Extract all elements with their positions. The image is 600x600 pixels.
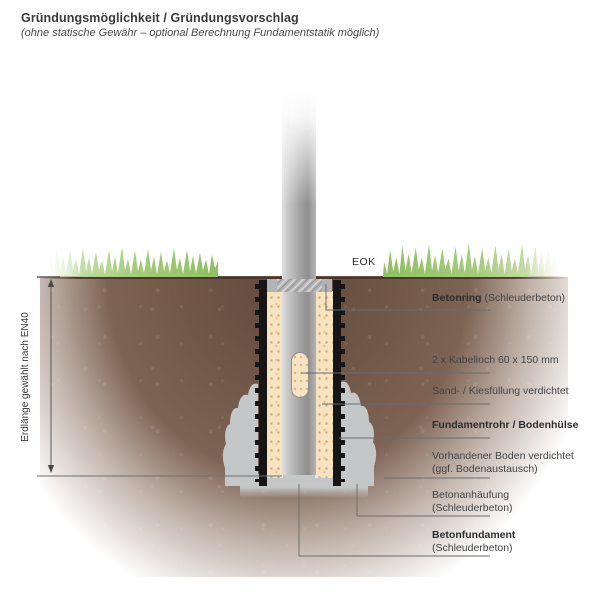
callout-bold-text: Fundamentrohr / Bodenhülse [432,419,579,431]
callout-betonfundament: Betonfundament (Schleuderbeton) [432,529,592,555]
callout-line2: (ggf. Bodenaustausch) [432,463,538,475]
concrete-ring [267,279,332,292]
sand-fill-left [267,291,283,478]
sand-fill-right [315,291,333,478]
callout-vorhandener-boden: Vorhandener Boden verdichtet (ggf. Boden… [432,450,592,476]
eok-label: EOK [352,256,376,268]
callout-bold-text: Betonring [432,292,482,304]
foundation-tube-wall-right [333,280,341,486]
callout-betonring: Betonring (Schleuderbeton) [432,292,592,305]
tube-ribs-right [341,284,345,482]
concrete-mound-left [222,383,258,486]
callout-fundamentrohr: Fundamentrohr / Bodenhülse [432,419,592,432]
callout-betonanhaeufung: Betonanhäufung (Schleuderbeton) [432,489,592,515]
callout-text: 2 x Kabelloch 60 x 150 mm [432,354,559,366]
tube-ribs-left [255,284,259,482]
callout-kabelloch: 2 x Kabelloch 60 x 150 mm [432,354,592,367]
pole-top-fade [280,70,318,205]
foundation-tube-wall-left [259,280,267,486]
page-title: Gründungsmöglichkeit / Gründungsvorschla… [21,11,299,25]
callout-line2: (Schleuderbeton) [432,542,513,554]
callout-text: Sand- / Kiesfüllung verdichtet [432,385,569,397]
dimension-line [37,276,282,477]
callout-line2: (Schleuderbeton) [432,502,513,514]
page-subtitle: (ohne statische Gewähr – optional Berech… [21,27,380,39]
callout-bold-text: Betonfundament [432,529,516,541]
callout-sand-kies: Sand- / Kiesfüllung verdichtet [432,385,592,398]
callout-text: Betonanhäufung [432,489,510,501]
earth-length-label: Erdlänge gewählt nach EN40 [20,312,31,442]
callout-text: Vorhandener Boden verdichtet [432,450,574,462]
concrete-mound-right [341,381,377,486]
callout-text: (Schleuderbeton) [481,292,566,304]
cable-hole [291,352,309,398]
